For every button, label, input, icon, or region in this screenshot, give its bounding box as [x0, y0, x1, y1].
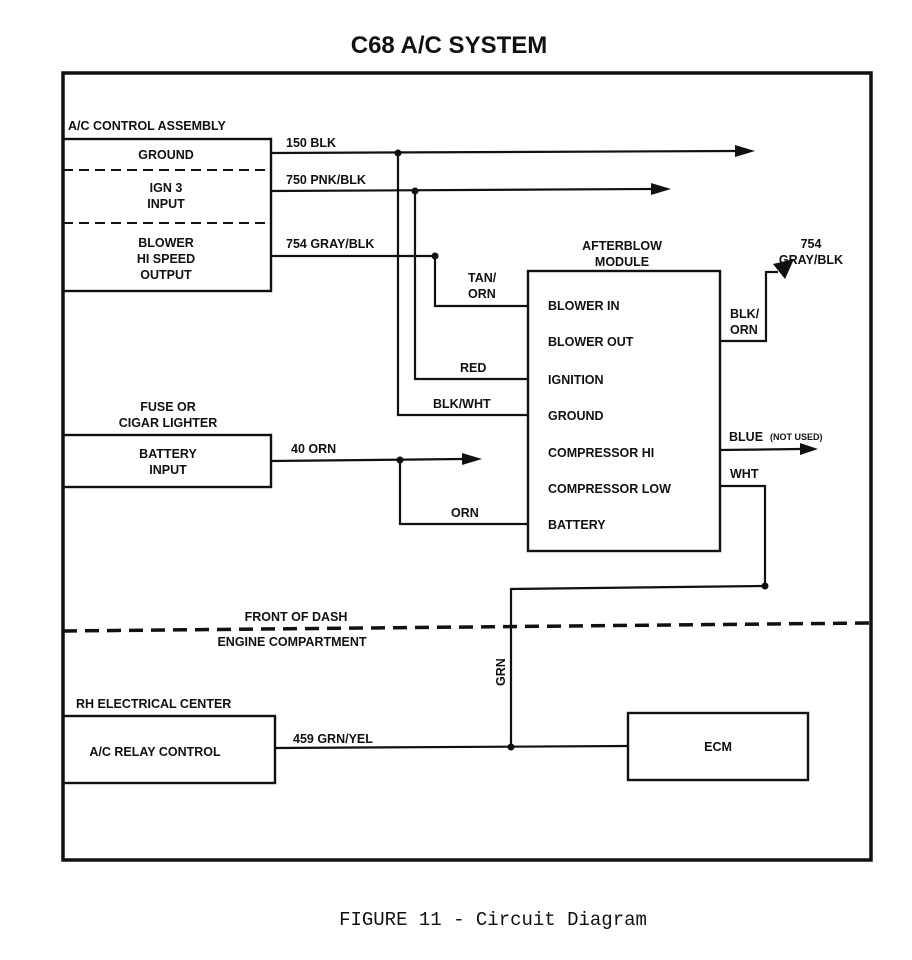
ecm-label: ECM	[704, 740, 732, 754]
wire-blk-wht	[396, 153, 528, 417]
ac-control-heading: A/C CONTROL ASSEMBLY	[68, 119, 227, 133]
fuse-heading-1: FUSE OR	[140, 400, 196, 414]
out-754-label-2: GRAY/BLK	[779, 253, 843, 267]
wire-750-label: 750 PNK/BLK	[286, 173, 366, 187]
wire-40	[270, 457, 463, 463]
battery-input-label-1: BATTERY	[139, 447, 197, 461]
blower-label-1: BLOWER	[138, 236, 194, 250]
wire-blk-orn-arrow	[773, 259, 794, 279]
wire-tan-label-1: TAN/	[468, 271, 497, 285]
wire-blkorn-label-2: ORN	[730, 323, 758, 337]
wire-blkwht-label: BLK/WHT	[433, 397, 491, 411]
wire-750	[270, 187, 652, 193]
pin-blower-in: BLOWER IN	[548, 299, 620, 313]
wire-blk-orn	[720, 270, 778, 343]
pin-ground: GROUND	[548, 409, 604, 423]
pin-ignition: IGNITION	[548, 373, 604, 387]
wire-grn-label: GRN	[494, 658, 508, 686]
wire-wht	[720, 484, 767, 586]
wire-wht-label: WHT	[730, 467, 759, 481]
wire-750-arrow	[651, 183, 671, 195]
ign3-label-1: IGN 3	[150, 181, 183, 195]
afterblow-heading-2: MODULE	[595, 255, 649, 269]
wire-blue-label: BLUE	[729, 430, 763, 444]
pin-blower-out: BLOWER OUT	[548, 335, 634, 349]
wire-40-label: 40 ORN	[291, 442, 336, 456]
wire-459-label: 459 GRN/YEL	[293, 732, 373, 746]
relay-control-label: A/C RELAY CONTROL	[89, 745, 221, 759]
afterblow-heading-1: AFTERBLOW	[582, 239, 662, 253]
pin-compressor-low: COMPRESSOR LOW	[548, 482, 671, 496]
wire-150	[270, 149, 736, 155]
ground-label: GROUND	[138, 148, 194, 162]
wire-blkorn-label-1: BLK/	[730, 307, 760, 321]
pin-battery: BATTERY	[548, 518, 606, 532]
dash-divider	[62, 621, 872, 633]
wire-754-label: 754 GRAY/BLK	[286, 237, 374, 251]
pin-compressor-hi: COMPRESSOR HI	[548, 446, 654, 460]
afterblow-module-box	[526, 269, 722, 553]
ign3-label-2: INPUT	[147, 197, 185, 211]
rh-center-box	[61, 714, 277, 785]
wire-150-arrow	[735, 145, 755, 157]
rh-center-heading: RH ELECTRICAL CENTER	[76, 697, 231, 711]
wire-tan-orn	[433, 256, 528, 308]
engine-compartment-label: ENGINE COMPARTMENT	[217, 635, 366, 649]
out-754-label-1: 754	[801, 237, 822, 251]
blower-label-3: OUTPUT	[140, 268, 192, 282]
blower-label-2: HI SPEED	[137, 252, 195, 266]
wire-blue-not-used: (NOT USED)	[770, 432, 823, 442]
wire-red	[413, 191, 528, 381]
fuse-box	[61, 433, 273, 489]
fuse-heading-2: CIGAR LIGHTER	[119, 416, 218, 430]
wire-red-label: RED	[460, 361, 486, 375]
wire-grn	[509, 584, 766, 747]
wire-459	[274, 744, 629, 750]
wire-blue-arrow	[800, 443, 818, 455]
wire-150-label: 150 BLK	[286, 136, 336, 150]
front-of-dash-label: FRONT OF DASH	[245, 610, 348, 624]
wire-40-arrow	[462, 453, 482, 465]
diagram-title: C68 A/C SYSTEM	[351, 32, 548, 59]
wire-orn-label: ORN	[451, 506, 479, 520]
figure-caption: FIGURE 11 - Circuit Diagram	[339, 909, 647, 931]
battery-input-label-2: INPUT	[149, 463, 187, 477]
ecm-box	[626, 711, 810, 782]
wire-orn	[398, 460, 528, 526]
wire-blue	[719, 447, 801, 452]
ac-control-box	[61, 137, 273, 293]
wire-tan-label-2: ORN	[468, 287, 496, 301]
